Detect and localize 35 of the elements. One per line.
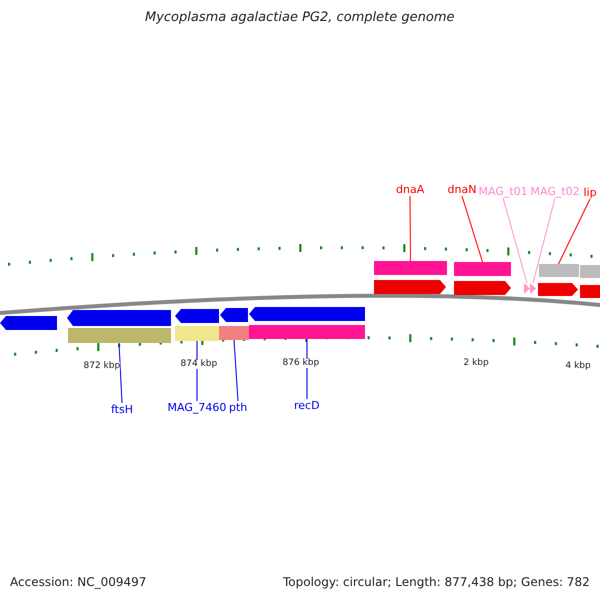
leader-line	[410, 196, 411, 262]
gene-bar	[454, 262, 511, 295]
gene-label: MAG_7460	[168, 402, 226, 413]
scale-label: 872 kbp	[84, 362, 120, 371]
gene-bar	[524, 283, 530, 294]
scale-label: 874 kbp	[180, 360, 218, 369]
footer-text: Topology: circular; Length: 877,438 bp; Genes: 782	[283, 576, 590, 588]
footer-text: Accession: NC_009497	[10, 576, 146, 588]
title: Mycoplasma agalactiae PG2, complete genome	[145, 11, 454, 24]
gene-label: ftsH	[111, 404, 133, 415]
scale-label: 2 kbp	[464, 359, 489, 368]
gene-bar	[538, 264, 579, 296]
gene-bar	[219, 308, 249, 340]
gene-label: lip	[584, 187, 597, 198]
gene-label: MAG_t01	[478, 186, 528, 197]
gene-bar	[175, 309, 219, 341]
leader-line	[118, 342, 122, 404]
leader-line	[532, 198, 556, 284]
gene-bar	[374, 261, 447, 294]
leader-line	[234, 340, 238, 402]
leader-line	[462, 196, 483, 262]
gene-label: MAG_t02	[530, 186, 580, 197]
leader-line	[558, 198, 590, 264]
scale-label: 876 kbp	[282, 359, 320, 368]
scale-label: 4 kbp	[566, 362, 591, 371]
gene-label: pth	[229, 402, 248, 413]
gene-bar	[530, 283, 536, 294]
leader-line	[196, 340, 198, 402]
gene-label: dnaA	[396, 184, 424, 195]
gene-label: dnaN	[448, 184, 476, 195]
gene-bar	[249, 307, 365, 339]
gene-label: recD	[294, 400, 320, 411]
leader-line	[306, 338, 308, 400]
leader-line	[502, 198, 528, 284]
gene-bar	[67, 310, 171, 343]
